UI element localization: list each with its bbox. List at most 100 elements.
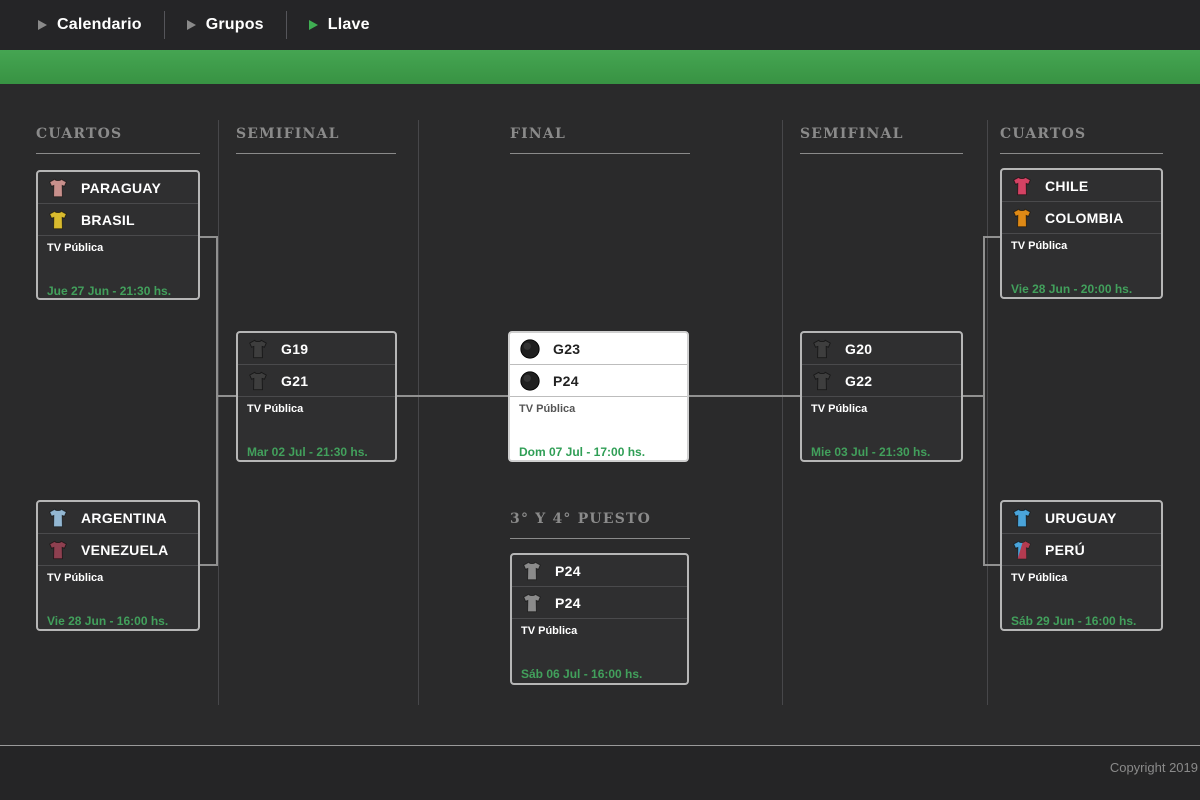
tv-channel: TV Pública	[1011, 240, 1068, 252]
match-card-qf1: PARAGUAY BRASIL TV Pública Jue 27 Jun - …	[36, 170, 200, 300]
team-row[interactable]: G22	[802, 365, 961, 397]
column-title-cuartos-left: CUARTOS	[36, 126, 123, 142]
team-row[interactable]: P24	[512, 587, 687, 619]
arrow-right-icon	[186, 20, 196, 30]
bracket-connector	[395, 395, 510, 397]
arrow-right-icon	[38, 20, 47, 30]
match-datetime: Vie 28 Jun - 20:00 hs.	[1011, 282, 1133, 296]
team-name: BRASIL	[81, 211, 135, 228]
bracket-connector	[198, 564, 218, 566]
team-row[interactable]: G19	[238, 333, 395, 365]
nav-item-calendario[interactable]: Calendario	[38, 16, 142, 34]
team-row[interactable]: G21	[238, 365, 395, 397]
match-meta: TV Pública Vie 28 Jun - 16:00 hs.	[38, 566, 198, 629]
nav-label: Calendario	[57, 16, 142, 33]
match-card-final: G23 P24 TV Pública Dom 07 Jul - 17:00 hs…	[508, 331, 689, 462]
header-underline	[510, 153, 690, 154]
match-datetime: Sáb 06 Jul - 16:00 hs.	[521, 667, 643, 681]
column-title-final: FINAL	[510, 126, 566, 142]
header-underline	[1000, 153, 1163, 154]
footer: Copyright 2019	[0, 745, 1200, 800]
team-name: URUGUAY	[1045, 509, 1117, 526]
team-name: P24	[555, 562, 581, 579]
team-row[interactable]: ARGENTINA	[38, 502, 198, 534]
jersey-icon	[49, 178, 67, 197]
match-datetime: Mie 03 Jul - 21:30 hs.	[811, 445, 931, 459]
team-row[interactable]: CHILE	[1002, 170, 1161, 202]
team-row[interactable]: URUGUAY	[1002, 502, 1161, 534]
column-title-semifinal-left: SEMIFINAL	[236, 126, 340, 142]
team-name: G20	[845, 340, 873, 357]
header-underline	[800, 153, 963, 154]
team-row[interactable]: COLOMBIA	[1002, 202, 1161, 234]
nav-divider	[285, 11, 287, 39]
team-name: ARGENTINA	[81, 509, 167, 526]
header-underline	[236, 153, 396, 154]
match-meta: TV Pública Vie 28 Jun - 20:00 hs.	[1002, 234, 1161, 297]
team-name: CHILE	[1045, 177, 1089, 194]
team-name: G23	[553, 340, 581, 357]
match-card-sf2: G20 G22 TV Pública Mie 03 Jul - 21:30 hs…	[800, 331, 963, 462]
team-name: P24	[555, 594, 581, 611]
match-card-qf3: CHILE COLOMBIA TV Pública Vie 28 Jun - 2…	[1000, 168, 1163, 299]
jersey-icon	[523, 593, 541, 612]
bracket-connector	[983, 236, 985, 566]
match-card-qf4: URUGUAY PERÚ TV Pública Sáb 29 Jun - 16:…	[1000, 500, 1163, 631]
tv-channel: TV Pública	[1011, 572, 1068, 584]
bracket-connector	[687, 395, 802, 397]
team-row[interactable]: VENEZUELA	[38, 534, 198, 566]
header-underline	[510, 538, 690, 539]
ball-icon	[520, 370, 540, 391]
bracket-connector	[983, 236, 1002, 238]
match-meta: TV Pública Dom 07 Jul - 17:00 hs.	[510, 397, 687, 460]
jersey-icon	[813, 371, 831, 390]
nav-label: Llave	[327, 16, 370, 33]
jersey-icon	[49, 508, 67, 527]
column-divider	[418, 120, 419, 705]
nav-item-grupos[interactable]: Grupos	[186, 16, 264, 34]
team-row[interactable]: BRASIL	[38, 204, 198, 236]
match-datetime: Dom 07 Jul - 17:00 hs.	[519, 445, 646, 459]
third-place-title: 3° Y 4° PUESTO	[510, 511, 652, 527]
team-name: G19	[281, 340, 309, 357]
match-datetime: Jue 27 Jun - 21:30 hs.	[47, 284, 172, 298]
copyright-text: Copyright 2019	[1109, 760, 1198, 775]
column-divider	[782, 120, 783, 705]
header-underline	[36, 153, 200, 154]
top-navigation: Calendario Grupos Llave	[0, 0, 1200, 50]
team-row[interactable]: G20	[802, 333, 961, 365]
ball-icon	[520, 338, 540, 359]
team-row[interactable]: PARAGUAY	[38, 172, 198, 204]
match-meta: TV Pública Mie 03 Jul - 21:30 hs.	[802, 397, 961, 460]
team-name: G21	[281, 372, 309, 389]
bracket-connector	[983, 564, 1002, 566]
team-row[interactable]: P24	[510, 365, 687, 397]
match-card-qf2: ARGENTINA VENEZUELA TV Pública Vie 28 Ju…	[36, 500, 200, 631]
team-row[interactable]: P24	[512, 555, 687, 587]
team-row[interactable]: G23	[510, 333, 687, 365]
column-title-cuartos-right: CUARTOS	[1000, 126, 1087, 142]
jersey-icon	[249, 371, 267, 390]
match-card-sf1: G19 G21 TV Pública Mar 02 Jul - 21:30 hs…	[236, 331, 397, 462]
tv-channel: TV Pública	[47, 242, 104, 254]
match-datetime: Sáb 29 Jun - 16:00 hs.	[1011, 614, 1137, 628]
nav-item-llave[interactable]: Llave	[308, 16, 370, 34]
tv-channel: TV Pública	[811, 403, 868, 415]
column-divider	[218, 120, 219, 705]
team-name: PARAGUAY	[81, 179, 162, 196]
tv-channel: TV Pública	[519, 403, 576, 415]
tv-channel: TV Pública	[247, 403, 304, 415]
bracket-connector	[961, 395, 985, 397]
tv-channel: TV Pública	[521, 625, 578, 637]
match-card-third-place: P24 P24 TV Pública Sáb 06 Jul - 16:00 hs…	[510, 553, 689, 685]
jersey-icon	[49, 210, 67, 229]
team-row[interactable]: PERÚ	[1002, 534, 1161, 566]
jersey-icon	[249, 339, 267, 358]
match-datetime: Vie 28 Jun - 16:00 hs.	[47, 614, 169, 628]
jersey-icon	[523, 561, 541, 580]
bracket-connector	[198, 236, 218, 238]
jersey-icon	[1013, 176, 1031, 195]
team-name: VENEZUELA	[81, 541, 169, 558]
jersey-icon	[1013, 508, 1031, 527]
column-title-semifinal-right: SEMIFINAL	[800, 126, 904, 142]
